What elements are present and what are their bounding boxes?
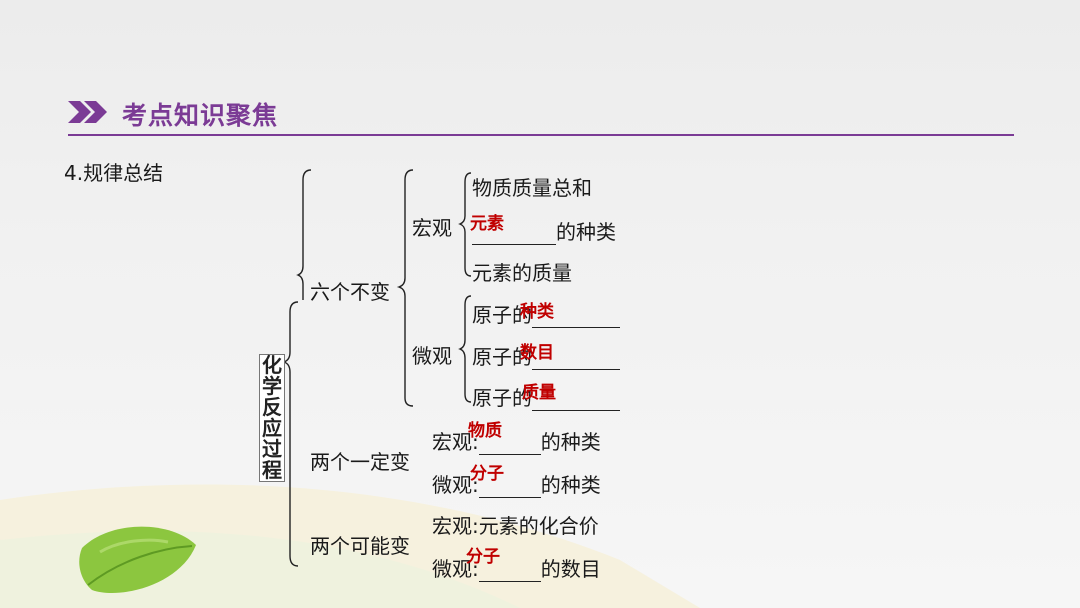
micro-brace xyxy=(458,295,472,403)
page-title: 考点知识聚焦 xyxy=(122,101,279,130)
two-changed-micro: 微观:的种类 xyxy=(432,473,601,498)
header-divider xyxy=(68,134,1014,136)
blank-line xyxy=(472,224,556,245)
macro-label: 宏观 xyxy=(412,216,452,240)
six-brace xyxy=(296,169,312,300)
answer-substance: 物质 xyxy=(468,421,502,441)
macro-item-mass-total: 物质质量总和 xyxy=(472,176,592,200)
root-label: 化学反应过程 xyxy=(259,354,285,482)
root-brace xyxy=(281,301,299,567)
answer-atom-mass: 质量 xyxy=(522,383,556,403)
micro-item-atom-kind: 原子的 xyxy=(472,299,620,328)
macro-item-element-mass: 元素的质量 xyxy=(472,261,572,285)
two-maybe-macro: 宏观:元素的化合价 xyxy=(432,514,599,538)
section-title: 4.规律总结 xyxy=(64,161,164,185)
answer-atom-kind: 种类 xyxy=(520,302,554,322)
level2-brace xyxy=(396,169,414,407)
six-unchanged-label: 六个不变 xyxy=(310,280,390,304)
double-chevron-icon xyxy=(68,101,107,123)
answer-element: 元素 xyxy=(470,214,504,234)
micro-item-atom-number: 原子的 xyxy=(472,341,620,370)
micro-item-atom-mass: 原子的 xyxy=(472,382,620,411)
two-maybe-label: 两个可能变 xyxy=(310,534,410,558)
answer-molecule-kind: 分子 xyxy=(470,464,504,484)
macro-item-element-kind: 的种类 xyxy=(472,216,616,245)
two-maybe-micro: 微观:的数目 xyxy=(432,557,601,582)
leaf-icon xyxy=(79,526,196,593)
answer-molecule-number: 分子 xyxy=(466,547,500,567)
two-changed-macro: 宏观:的种类 xyxy=(432,430,601,455)
macro-brace xyxy=(458,172,472,277)
two-changed-label: 两个一定变 xyxy=(310,450,410,474)
answer-atom-number: 数目 xyxy=(520,343,554,363)
micro-label: 微观 xyxy=(412,344,452,368)
